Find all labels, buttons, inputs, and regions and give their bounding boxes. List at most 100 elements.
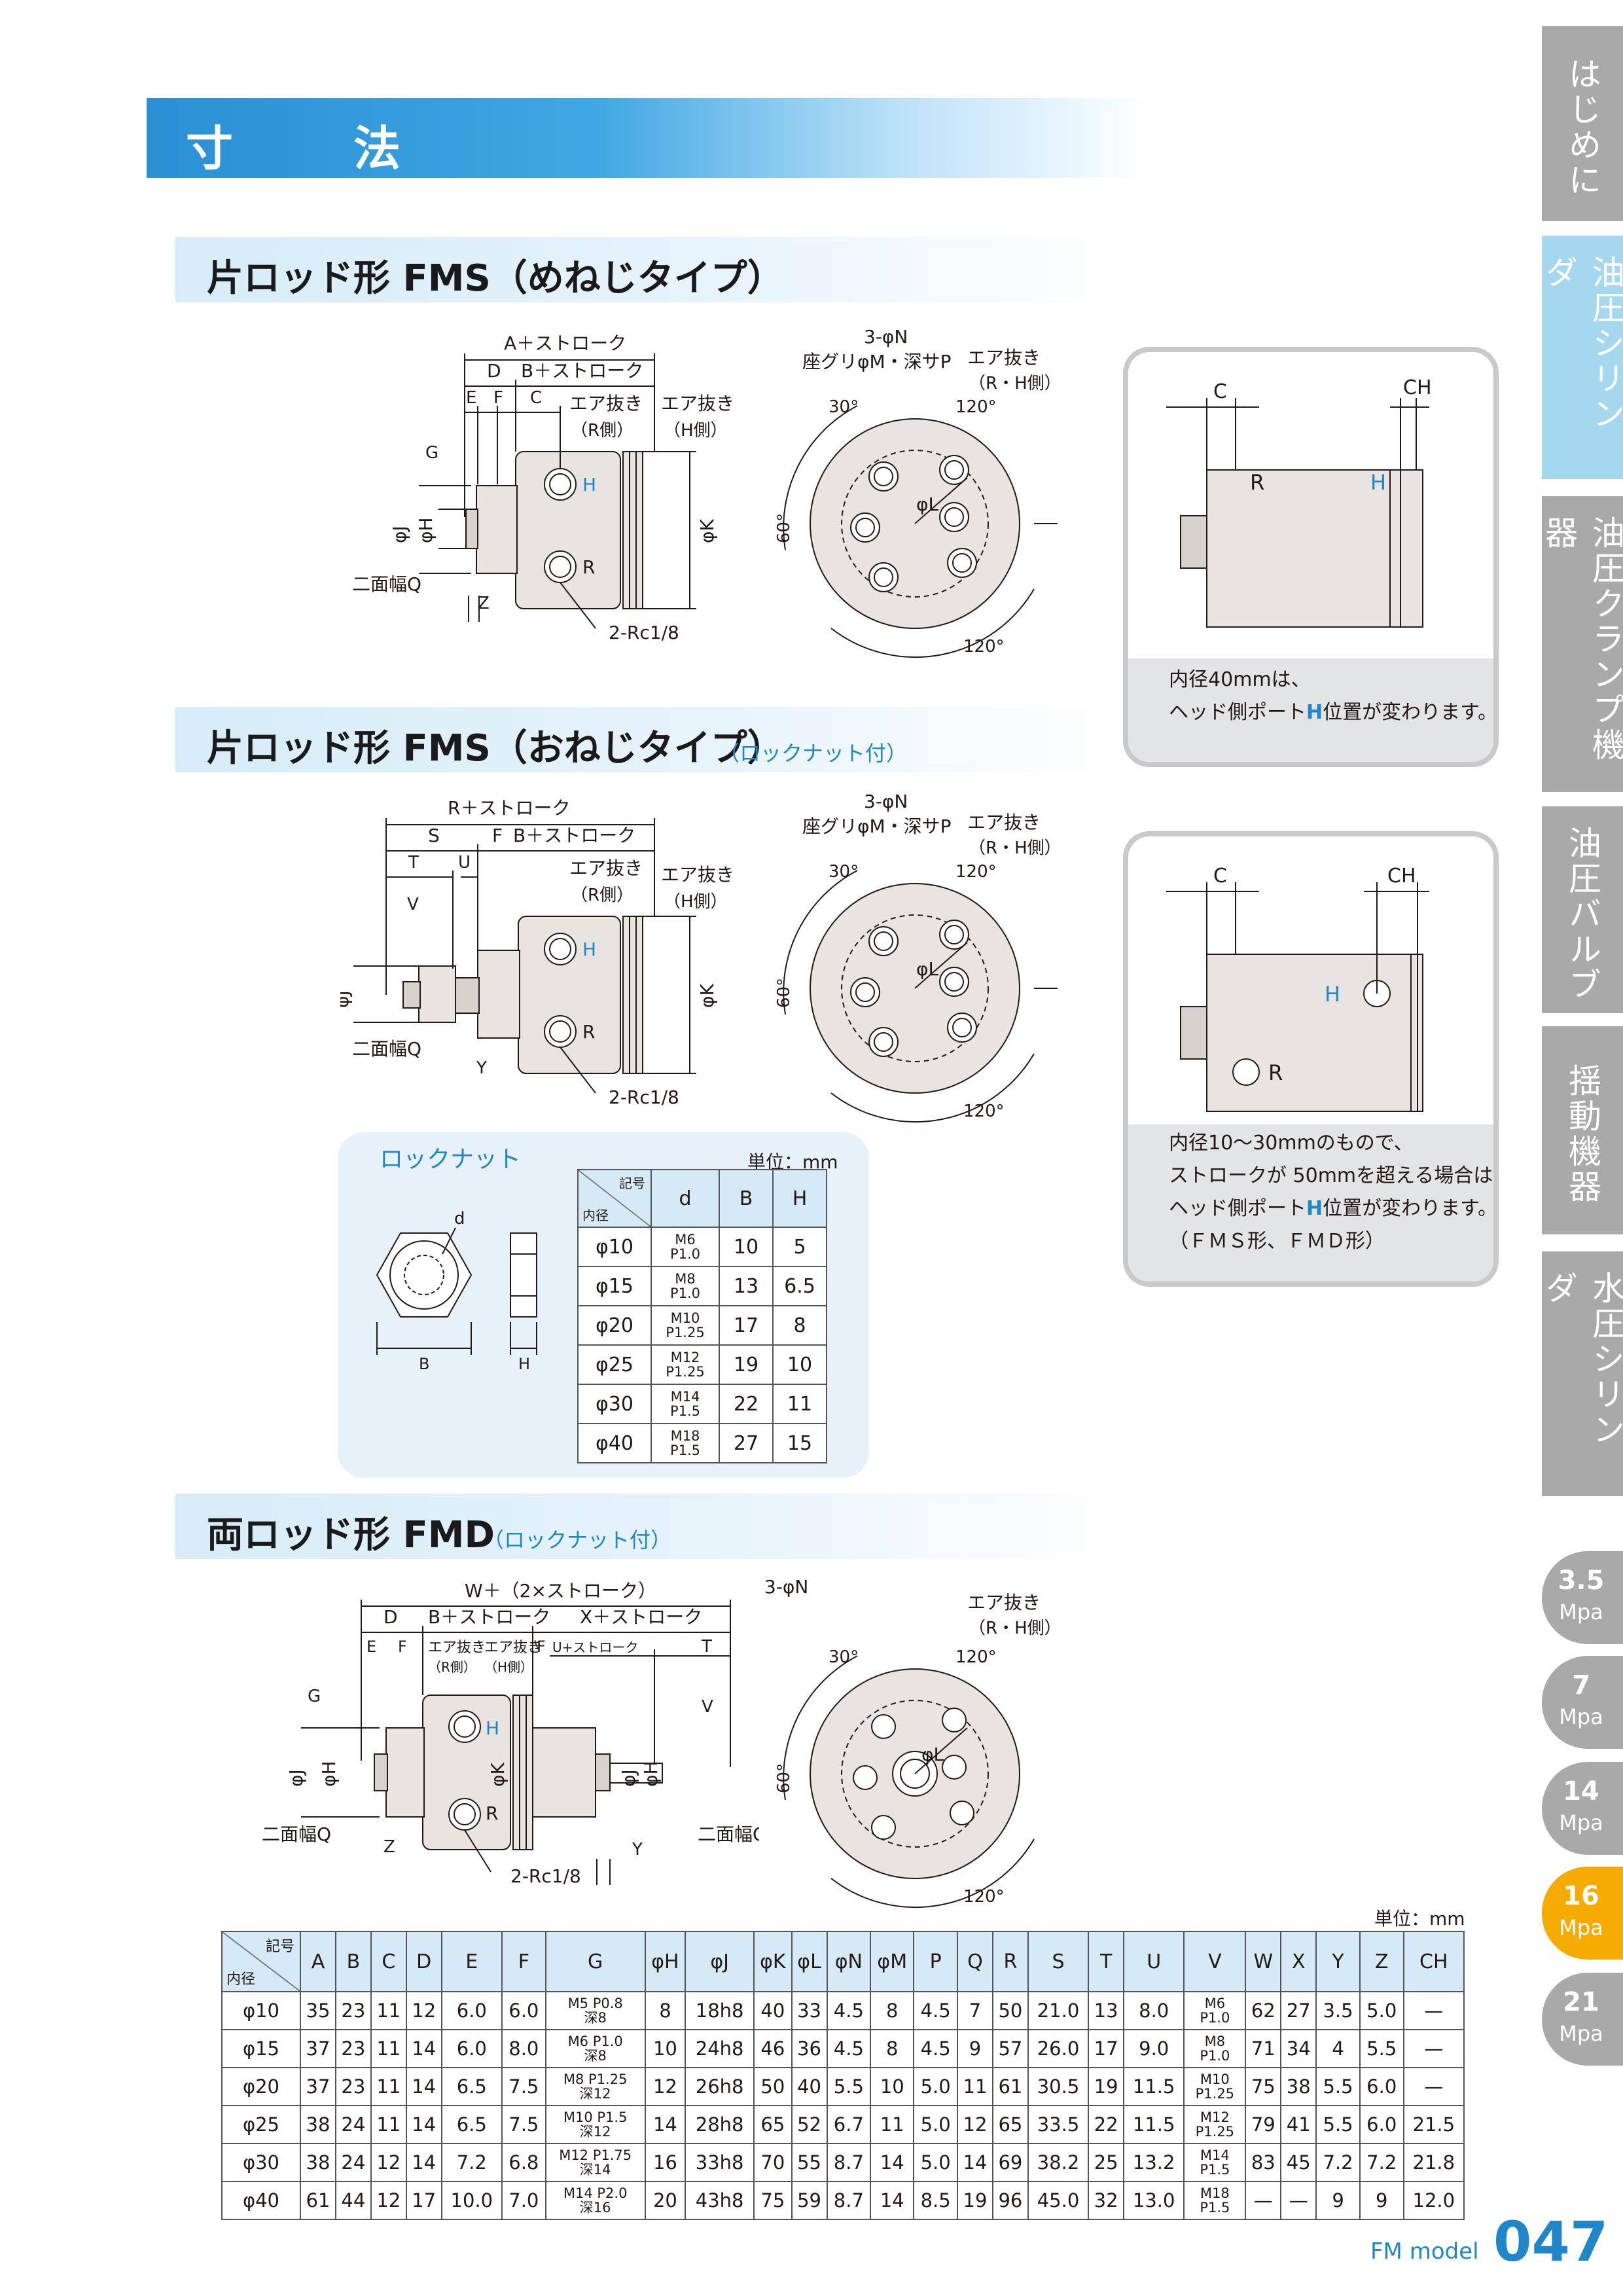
cell-h: 14	[644, 2105, 687, 2144]
main-table-unit: 単位：mm	[1374, 1908, 1465, 1929]
cell-w: 71	[1245, 2029, 1282, 2068]
label-counterbore-2: 座グリφM・深サP	[802, 816, 952, 837]
cell-w: 75	[1245, 2067, 1282, 2106]
tab-rotary[interactable]: 揺動機器	[1542, 1026, 1623, 1234]
cell-l: 55	[791, 2143, 828, 2182]
tab-hydraulic-clamp[interactable]: 油圧クランプ機器	[1540, 496, 1623, 792]
dim-ch-note2: CH	[1387, 865, 1416, 888]
angle-30-2: 30°	[829, 862, 859, 882]
cell-q: 14	[957, 2143, 993, 2182]
cell-r: 65	[991, 2105, 1029, 2144]
angle-60: 60°	[774, 513, 794, 543]
cell-b: 24	[334, 2143, 372, 2182]
dim-e: E	[466, 388, 476, 408]
pressure-value: 7	[1572, 1670, 1590, 1700]
tab-hydraulic-cylinder[interactable]: 油圧シリンダ	[1540, 236, 1623, 479]
header-2: B	[334, 1931, 372, 1992]
cell-d: 12	[405, 1991, 442, 2030]
tab-hydraulic-valve[interactable]: 油圧バルブ	[1542, 806, 1623, 1013]
fmd-side-view: W＋（2×ストローク） D B＋ストローク X＋ストローク E F エア抜き （…	[262, 1580, 759, 1887]
dim-u: U	[458, 853, 471, 872]
header-25: CH	[1402, 1931, 1465, 1992]
cell-n: 6.7	[826, 2105, 872, 2144]
header-22: X	[1280, 1931, 1317, 1992]
port-h-note1: H	[1370, 470, 1386, 495]
cell-w: 62	[1245, 1991, 1282, 2030]
note-box-1: C CH R H 内径40mmは、 ヘッド側ポートH位置が変わります。	[1123, 347, 1499, 767]
header-24: Z	[1359, 1931, 1404, 1992]
dim-g: G	[425, 443, 438, 463]
note2-line1: 内径10～30mmのもので、	[1169, 1132, 1414, 1155]
cell-f: 7.5	[501, 2067, 546, 2106]
pressure-unit: Mpa	[1559, 1810, 1603, 1835]
cell-f: 6.8	[501, 2143, 546, 2182]
cell-a: 38	[300, 2143, 336, 2182]
cell-ch: 21.8	[1402, 2143, 1465, 2182]
note2-line2: ストロークが 50mmを超える場合は、	[1169, 1164, 1499, 1187]
dim-phi-j-2: φJ	[340, 990, 353, 1008]
cell-q: 9	[957, 2029, 993, 2068]
locknut-h: 15	[772, 1423, 827, 1463]
locknut-b: 22	[719, 1384, 774, 1424]
cell-n: 4.5	[826, 1991, 872, 2030]
cell-l: 40	[791, 2067, 828, 2106]
cell-s: 38.2	[1027, 2143, 1090, 2182]
port-r-label-3: R	[486, 1803, 498, 1824]
page-title-bar: 寸 法	[147, 98, 1148, 178]
cell-n: 5.5	[826, 2067, 872, 2106]
cell-y: 5.5	[1315, 2105, 1361, 2144]
cell-h: 16	[644, 2143, 687, 2182]
cell-ch: —	[1402, 2029, 1465, 2068]
dim-f: F	[493, 388, 503, 408]
dim-phi-k-3: φK	[487, 1763, 508, 1787]
label-n-holes: 3-φN	[864, 326, 908, 348]
tab-intro[interactable]: はじめに	[1542, 26, 1623, 221]
locknut-b: 10	[719, 1227, 774, 1267]
cell-t: 13	[1088, 1991, 1125, 2030]
cell-q: 19	[957, 2181, 993, 2220]
cell-f: 7.5	[501, 2105, 546, 2144]
label-width-across-4: 二面幅Q	[698, 1823, 759, 1845]
dim-phi-j-3: φJ	[285, 1769, 307, 1787]
cell-d: 14	[405, 2029, 442, 2068]
dim-u-stroke: U+ストローク	[552, 1640, 638, 1655]
cell-p: 8.5	[913, 2181, 959, 2220]
dim-z: Z	[478, 594, 490, 613]
cell-l: 36	[791, 2029, 828, 2068]
tab-intro-label: はじめに	[1563, 57, 1601, 198]
cell-bore: φ20	[221, 2067, 301, 2106]
dim-b-stroke-3: B＋ストローク	[428, 1606, 550, 1628]
note2-line3: ヘッド側ポートH位置が変わります。	[1169, 1197, 1498, 1220]
dim-t-3: T	[701, 1637, 712, 1657]
cell-y: 5.5	[1315, 2067, 1361, 2106]
header-4: D	[405, 1931, 442, 1992]
cell-w: 83	[1245, 2143, 1282, 2182]
section-heading-fms-female: 片ロッド形 FMS（めねじタイプ）	[175, 237, 1124, 302]
tab-water-cylinder[interactable]: 水圧シリンダ	[1540, 1251, 1623, 1496]
label-air-vent-6: エア抜き	[967, 812, 1041, 833]
angle-30-3: 30°	[829, 1647, 859, 1667]
note1-line2: ヘッド側ポートH位置が変わります。	[1169, 701, 1498, 724]
label-air-vent-3: エア抜き	[967, 347, 1041, 368]
dim-phi-l-2: φL	[916, 958, 938, 980]
cell-t: 19	[1088, 2067, 1125, 2106]
header-1: A	[300, 1931, 336, 1992]
dim-e-3: E	[366, 1638, 376, 1656]
fms-female-front-view: 3-φN 座グリφM・深サP エア抜き （R・H側） 30° 120° 60° …	[774, 326, 1061, 658]
header-10: φK	[753, 1931, 793, 1992]
label-air-vent-2: エア抜き	[661, 393, 734, 414]
cell-k: 75	[753, 2181, 793, 2220]
pressure-value: 21	[1563, 1987, 1599, 2017]
